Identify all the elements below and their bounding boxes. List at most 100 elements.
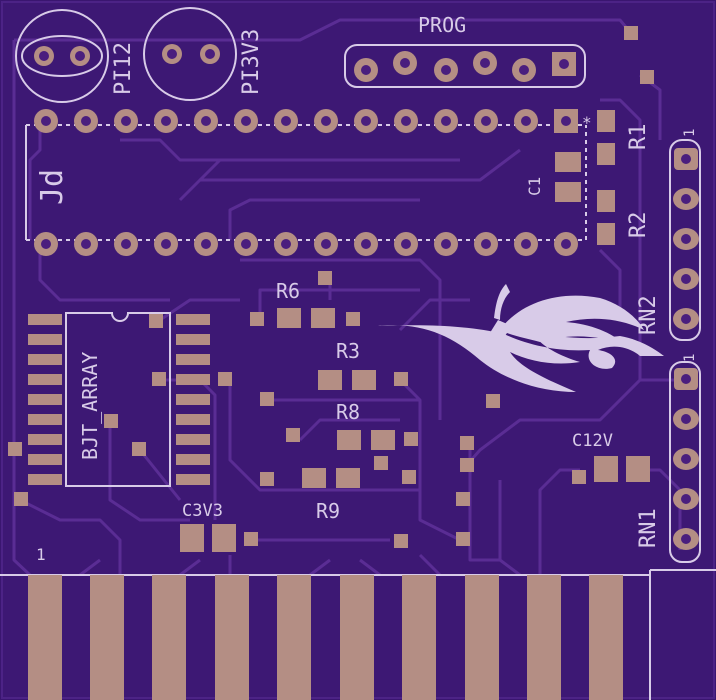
via: [624, 26, 638, 40]
r2-pad-2[interactable]: [597, 223, 615, 245]
via: [286, 428, 300, 442]
bjt-pad[interactable]: [28, 314, 62, 325]
ic-pin-hole: [521, 116, 531, 126]
via: [486, 394, 500, 408]
ic-pin-hole: [281, 239, 291, 249]
via: [572, 470, 586, 484]
c3v3-label: C3V3: [182, 501, 223, 521]
r1-pad-1[interactable]: [597, 110, 615, 132]
rn1-pin-hole: [681, 534, 691, 544]
bjt-array-right-pads: [176, 314, 210, 485]
c1-component: C1: [525, 152, 581, 202]
c12v-component: C12V: [572, 431, 650, 484]
c12v-pad-2[interactable]: [626, 456, 650, 482]
r6-pad-1[interactable]: [277, 308, 301, 328]
bjt-pad[interactable]: [28, 414, 62, 425]
edge-finger[interactable]: [277, 575, 311, 700]
via: [640, 70, 654, 84]
ic-pin-hole: [481, 116, 491, 126]
edge-finger[interactable]: [402, 575, 436, 700]
wave-shape: [378, 325, 664, 392]
main-ic-star: *: [582, 113, 592, 132]
rn1-outline: [669, 361, 701, 563]
r6-component: R6: [250, 271, 360, 328]
pi3v3-outline: [143, 7, 237, 101]
r1-pad-2[interactable]: [597, 143, 615, 165]
rn1-pin-hole: [681, 494, 691, 504]
ic-pin-hole: [441, 239, 451, 249]
rn1-component: 1 RN1: [636, 354, 701, 563]
c12v-label: C12V: [572, 431, 613, 451]
bjt-pad[interactable]: [176, 374, 210, 385]
edge-finger[interactable]: [152, 575, 186, 700]
bjt-pad[interactable]: [28, 334, 62, 345]
r8-pad-2[interactable]: [371, 430, 395, 450]
bjt-pad[interactable]: [176, 354, 210, 365]
c3v3-pad-2[interactable]: [212, 524, 236, 552]
edge-finger[interactable]: [465, 575, 499, 700]
bjt-pad[interactable]: [176, 474, 210, 485]
rn2-pin1-label: 1: [682, 129, 698, 137]
rn1-label: RN1: [636, 508, 661, 548]
bjt-pad[interactable]: [176, 454, 210, 465]
edge-finger[interactable]: [589, 575, 623, 700]
via: [132, 442, 146, 456]
r9-pad-2[interactable]: [336, 468, 360, 488]
r2-component: R2: [597, 190, 651, 245]
edge-finger[interactable]: [90, 575, 124, 700]
prog-header: PROG: [344, 13, 586, 88]
via: [318, 271, 332, 285]
bjt-pad[interactable]: [176, 334, 210, 345]
prog-pin-1-hole: [559, 59, 569, 69]
edge-connector: 1: [0, 545, 716, 700]
r1-label: R1: [626, 124, 651, 151]
c1-pad-1[interactable]: [555, 152, 581, 172]
edge-finger[interactable]: [28, 575, 62, 700]
pi3v3-label: PI3V3: [239, 29, 264, 95]
bjt-pad[interactable]: [176, 314, 210, 325]
bjt-pad[interactable]: [28, 474, 62, 485]
r3-component: R3: [260, 339, 408, 406]
edge-finger[interactable]: [340, 575, 374, 700]
ic-pin-hole: [401, 239, 411, 249]
c3v3-pad-1[interactable]: [180, 524, 204, 552]
rn1-pin-hole: [681, 414, 691, 424]
r2-pad-1[interactable]: [597, 190, 615, 212]
c12v-pad-1[interactable]: [594, 456, 618, 482]
r3-pad-2[interactable]: [352, 370, 376, 390]
bjt-array-outline: [65, 312, 171, 487]
r9-pad-1[interactable]: [302, 468, 326, 488]
c1-pad-2[interactable]: [555, 182, 581, 202]
via: [250, 312, 264, 326]
ic-pin-hole: [201, 239, 211, 249]
bjt-pad[interactable]: [176, 434, 210, 445]
bjt-pad[interactable]: [176, 394, 210, 405]
via: [394, 372, 408, 386]
bjt-pad[interactable]: [176, 414, 210, 425]
bjt-pad[interactable]: [28, 354, 62, 365]
boat-sail: [494, 284, 510, 320]
edge-finger[interactable]: [215, 575, 249, 700]
r8-pad-1[interactable]: [337, 430, 361, 450]
via: [394, 534, 408, 548]
c3v3-component: C3V3: [180, 501, 258, 552]
prog-pin-hole: [480, 58, 490, 68]
paper-boat-wave-logo: [378, 284, 664, 392]
ic-pin-hole: [321, 239, 331, 249]
pi12-label: PI12: [111, 42, 136, 95]
bjt-pad[interactable]: [28, 454, 62, 465]
via: [104, 414, 118, 428]
via: [374, 456, 388, 470]
ic-pin-hole: [161, 239, 171, 249]
r6-pad-2[interactable]: [311, 308, 335, 328]
bjt-pad[interactable]: [28, 374, 62, 385]
rn1-pin1-label: 1: [682, 354, 698, 362]
edge-finger[interactable]: [527, 575, 561, 700]
r3-pad-1[interactable]: [318, 370, 342, 390]
bjt-pad[interactable]: [28, 434, 62, 445]
via: [402, 470, 416, 484]
bjt-pad[interactable]: [28, 394, 62, 405]
bjt-array-left-pads: [28, 314, 62, 485]
main-ic-pins-top: [34, 109, 578, 133]
